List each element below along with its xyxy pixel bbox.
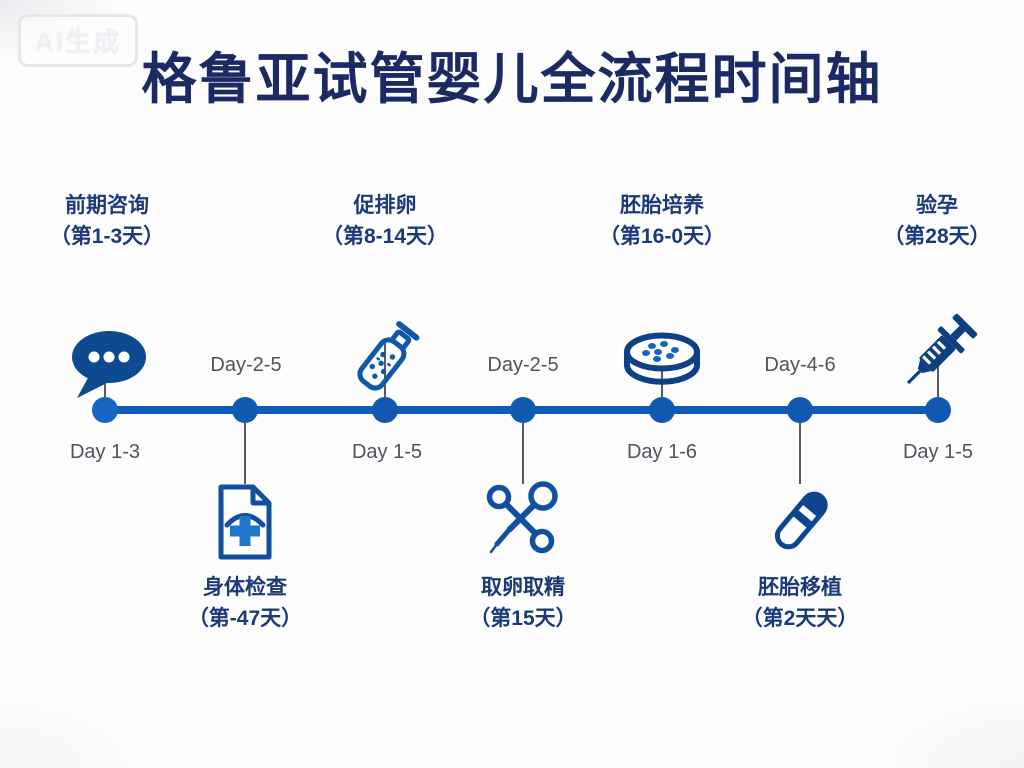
step-days: （第28天） [883,225,991,248]
connector-line [937,339,939,397]
timeline-step-ovulation-induction: 促排卵 （第8-14天） [280,190,490,402]
timeline-step-embryo-culture: 胚胎培养 （第16-0天） [557,190,767,402]
syringe-icon [906,313,978,385]
step-days: （第15天） [469,607,577,630]
step-days: （第1-3天） [49,225,165,248]
timeline-step-physical-exam: 身体检查 （第-47天） [140,482,350,634]
timeline-node-dot [372,397,398,423]
day-range-label: Day-4-6 [764,354,836,376]
day-range-label: Day 1-6 [626,441,698,463]
petri-dish-icon [624,332,700,385]
ai-generated-badge: AI生成 [18,14,139,67]
test-tube-icon [774,491,828,550]
step-days: （第2天天） [741,607,859,630]
needle-and-pipette-icon [486,481,558,554]
timeline-node-dot [232,397,258,423]
step-name: 胚胎培养 [620,194,704,217]
timeline-node-dot [649,397,675,423]
day-range-label: Day-2-5 [210,354,282,376]
medicine-vial-icon [357,321,420,391]
step-days: （第-47天） [187,607,303,630]
connector-line [522,423,524,484]
day-range-label: Day-2-5 [487,354,559,376]
timeline-step-egg-sperm-retrieval: 取卵取精 （第15天） [418,481,628,634]
step-name: 促排卵 [353,194,417,217]
chat-bubble-icon [72,331,146,398]
day-range-label: Day 1-5 [351,441,423,463]
timeline-step-consultation: 前期咨询 （第1-3天） [2,190,212,402]
timeline-node-dot [787,397,813,423]
timeline-node-dot [925,397,951,423]
step-name: 验孕 [916,194,958,217]
day-range-label: Day 1-3 [69,441,141,463]
medical-report-icon [218,484,272,560]
day-range-label: Day 1-5 [902,441,974,463]
timeline-node-dot [510,397,536,423]
page-title: 格鲁亚试管婴儿全流程时间轴 [141,48,883,110]
timeline-step-pregnancy-test: 验孕 （第28天） [832,190,1024,402]
connector-line [384,339,386,397]
step-days: （第16-0天） [598,225,726,248]
step-name: 取卵取精 [481,576,565,599]
step-name: 身体检查 [203,576,287,599]
connector-line [799,423,801,484]
connector-line [244,423,246,484]
step-name: 胚胎移植 [758,576,842,599]
timeline-step-embryo-transfer: 胚胎移植 （第2天天） [695,482,905,634]
step-name: 前期咨询 [65,194,149,217]
step-days: （第8-14天） [321,225,449,248]
timeline-node-dot [92,397,118,423]
